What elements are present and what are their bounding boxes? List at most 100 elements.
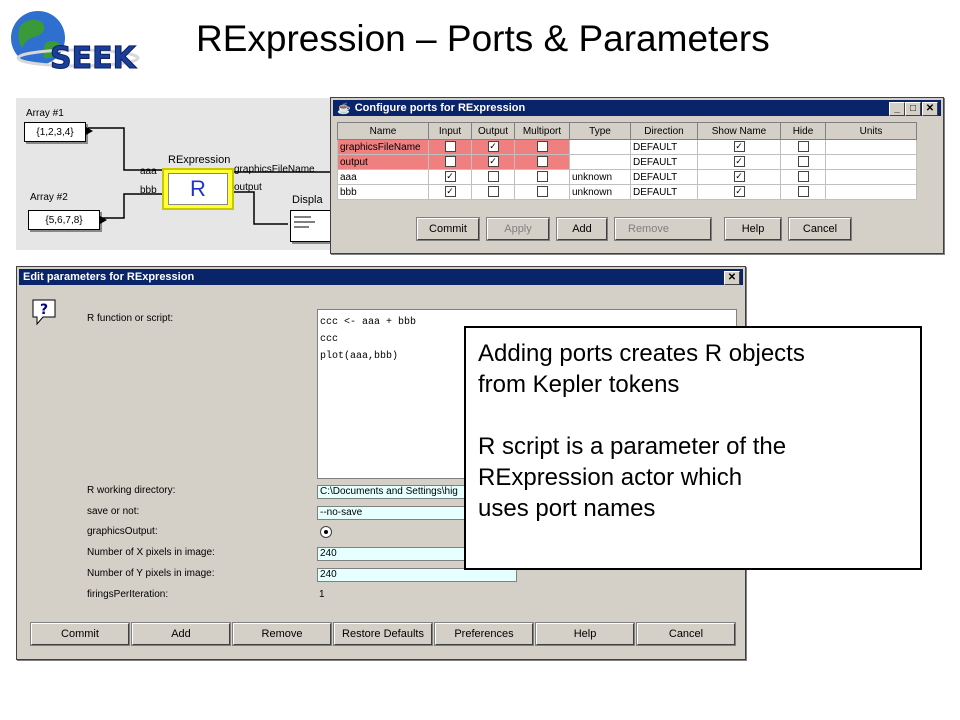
table-row[interactable]: output ✓ DEFAULT ✓ — [337, 154, 917, 170]
graphics-radio[interactable] — [320, 526, 332, 538]
port-type-cell[interactable]: unknown — [569, 184, 631, 200]
ports-table-header: Name Input Output Multiport Type Directi… — [337, 122, 917, 140]
port-direction-cell[interactable]: DEFAULT — [630, 139, 698, 155]
input-checkbox[interactable]: ✓ — [444, 171, 456, 183]
port-input-cell[interactable] — [428, 139, 472, 155]
port-hide-cell[interactable] — [780, 169, 826, 185]
show-name-checkbox[interactable]: ✓ — [733, 141, 745, 153]
hide-checkbox[interactable] — [797, 156, 809, 168]
output-checkbox[interactable] — [487, 186, 499, 198]
port-show-name-cell[interactable]: ✓ — [697, 154, 781, 170]
col-input[interactable]: Input — [428, 122, 472, 140]
table-row[interactable]: graphicsFileName ✓ DEFAULT ✓ — [337, 139, 917, 155]
input-checkbox[interactable]: ✓ — [444, 186, 456, 198]
port-units-cell[interactable] — [825, 169, 917, 185]
col-hide[interactable]: Hide — [780, 122, 826, 140]
array2-actor[interactable]: {5,6,7,8} — [28, 210, 100, 230]
input-checkbox[interactable] — [444, 141, 456, 153]
col-output[interactable]: Output — [471, 122, 515, 140]
params-cancel-button[interactable]: Cancel — [636, 622, 736, 646]
col-name[interactable]: Name — [337, 122, 429, 140]
ports-table: Name Input Output Multiport Type Directi… — [337, 122, 917, 200]
input-checkbox[interactable] — [444, 156, 456, 168]
minimize-icon[interactable]: _ — [889, 102, 905, 116]
ypixels-field[interactable]: 240 — [317, 568, 517, 582]
port-hide-cell[interactable] — [780, 184, 826, 200]
port-name-cell[interactable]: aaa — [337, 169, 429, 185]
port-show-name-cell[interactable]: ✓ — [697, 139, 781, 155]
show-name-checkbox[interactable]: ✓ — [733, 186, 745, 198]
port-input-cell[interactable]: ✓ — [428, 169, 472, 185]
script-line: plot(aaa,bbb) — [320, 351, 399, 362]
port-direction-cell[interactable]: DEFAULT — [630, 154, 698, 170]
hide-checkbox[interactable] — [797, 171, 809, 183]
port-multiport-cell[interactable] — [514, 184, 570, 200]
multiport-checkbox[interactable] — [536, 141, 548, 153]
params-preferences-button[interactable]: Preferences — [434, 622, 534, 646]
port-multiport-cell[interactable] — [514, 139, 570, 155]
col-multiport[interactable]: Multiport — [514, 122, 570, 140]
col-units[interactable]: Units — [825, 122, 917, 140]
output-checkbox[interactable] — [487, 171, 499, 183]
port-input-cell[interactable]: ✓ — [428, 184, 472, 200]
ports-add-button[interactable]: Add — [556, 217, 608, 241]
show-name-checkbox[interactable]: ✓ — [733, 171, 745, 183]
col-direction[interactable]: Direction — [630, 122, 698, 140]
show-name-checkbox[interactable]: ✓ — [733, 156, 745, 168]
script-line: ccc — [320, 334, 339, 345]
array2-output-port — [100, 216, 107, 224]
port-units-cell[interactable] — [825, 184, 917, 200]
params-remove-button[interactable]: Remove — [232, 622, 332, 646]
port-name-cell[interactable]: graphicsFileName — [337, 139, 429, 155]
col-type[interactable]: Type — [569, 122, 631, 140]
port-output-cell[interactable] — [471, 169, 515, 185]
port-units-cell[interactable] — [825, 139, 917, 155]
port-direction-cell[interactable]: DEFAULT — [630, 184, 698, 200]
port-output-cell[interactable]: ✓ — [471, 139, 515, 155]
ports-apply-button[interactable]: Apply — [486, 217, 550, 241]
port-output-cell[interactable]: ✓ — [471, 154, 515, 170]
multiport-checkbox[interactable] — [536, 171, 548, 183]
firings-value[interactable]: 1 — [319, 589, 325, 600]
port-direction-cell[interactable]: DEFAULT — [630, 169, 698, 185]
port-show-name-cell[interactable]: ✓ — [697, 184, 781, 200]
port-multiport-cell[interactable] — [514, 169, 570, 185]
output-checkbox[interactable]: ✓ — [487, 156, 499, 168]
params-add-button[interactable]: Add — [131, 622, 231, 646]
slide-title: RExpression – Ports & Parameters — [196, 18, 770, 59]
port-multiport-cell[interactable] — [514, 154, 570, 170]
display-actor-icon[interactable] — [290, 210, 332, 242]
multiport-checkbox[interactable] — [536, 156, 548, 168]
output-checkbox[interactable]: ✓ — [487, 141, 499, 153]
close-icon[interactable]: ✕ — [724, 271, 740, 285]
port-units-cell[interactable] — [825, 154, 917, 170]
params-restore-defaults-button[interactable]: Restore Defaults — [333, 622, 433, 646]
port-hide-cell[interactable] — [780, 154, 826, 170]
port-show-name-cell[interactable]: ✓ — [697, 169, 781, 185]
ports-help-button[interactable]: Help — [724, 217, 782, 241]
array1-label: Array #1 — [26, 108, 64, 119]
close-icon[interactable]: ✕ — [922, 102, 938, 116]
port-type-cell[interactable] — [569, 154, 631, 170]
port-output-cell[interactable] — [471, 184, 515, 200]
port-type-cell[interactable]: unknown — [569, 169, 631, 185]
port-name-cell[interactable]: output — [337, 154, 429, 170]
array1-actor[interactable]: {1,2,3,4} — [24, 122, 86, 142]
port-type-cell[interactable] — [569, 139, 631, 155]
params-commit-button[interactable]: Commit — [30, 622, 130, 646]
multiport-checkbox[interactable] — [536, 186, 548, 198]
params-help-button[interactable]: Help — [535, 622, 635, 646]
rexpression-actor[interactable]: R — [162, 168, 234, 210]
port-input-cell[interactable] — [428, 154, 472, 170]
hide-checkbox[interactable] — [797, 186, 809, 198]
port-name-cell[interactable]: bbb — [337, 184, 429, 200]
col-show-name[interactable]: Show Name — [697, 122, 781, 140]
ports-remove-button[interactable]: Remove — [614, 217, 712, 241]
port-hide-cell[interactable] — [780, 139, 826, 155]
hide-checkbox[interactable] — [797, 141, 809, 153]
ports-cancel-button[interactable]: Cancel — [788, 217, 852, 241]
maximize-icon[interactable]: □ — [905, 102, 921, 116]
ports-commit-button[interactable]: Commit — [416, 217, 480, 241]
